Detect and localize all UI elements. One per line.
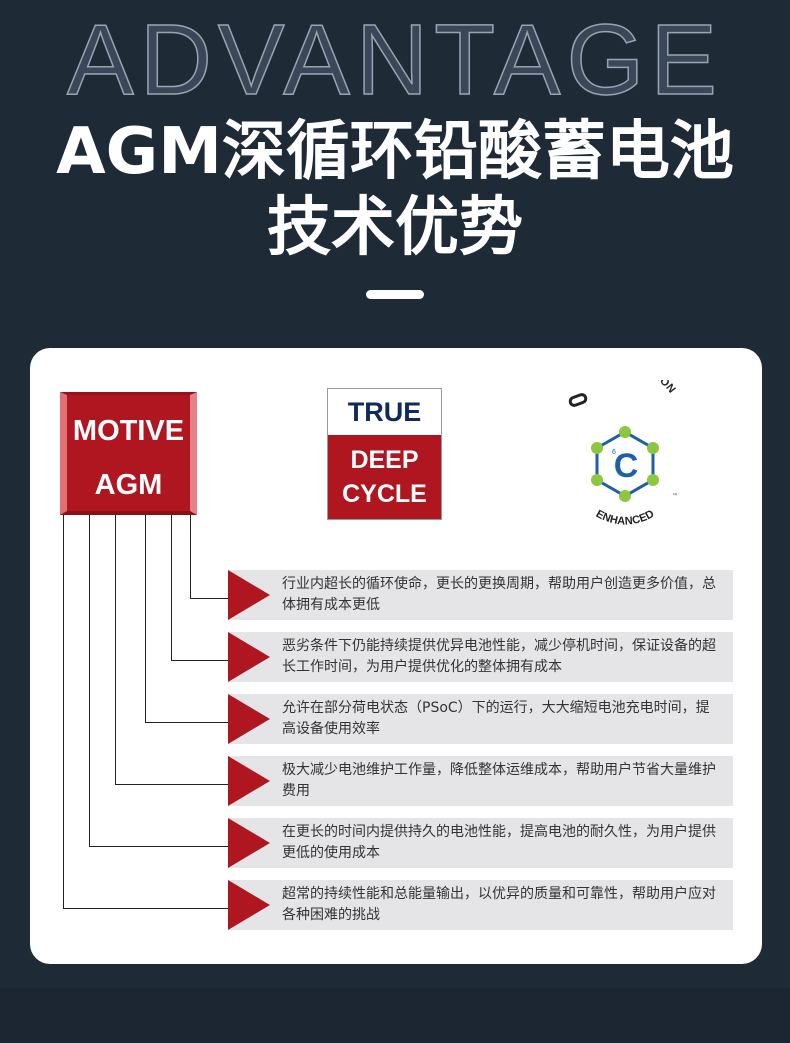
advantage-text: 极大减少电池维护工作量，降低整体运维成本，帮助用户节省大量维护费用 [282, 762, 716, 799]
agm-label: AGM [94, 469, 163, 501]
bottom-band [0, 988, 790, 1043]
enhanced-text: ENHANCED [594, 508, 656, 525]
title-divider [366, 290, 424, 299]
advantage-item: 允许在部分荷电状态（PSoC）下的运行，大大缩短电池充电时间，提高设备使用效率 [228, 694, 733, 744]
background-watermark-word: ADVANTAGE [66, 4, 723, 116]
nano-carbon-logo: NANO CARBON 6 C ENHANCED ™ [568, 380, 678, 525]
chain-link-icon [568, 393, 588, 407]
connector-horizontal [63, 908, 228, 909]
advantage-item: 在更长的时间内提供持久的电池性能，提高电池的耐久性，为用户提供更低的使用成本 [228, 818, 733, 868]
connector-vertical [89, 515, 90, 847]
nano-carbon-text: NANO CARBON [592, 380, 678, 395]
red-arrow-icon [228, 818, 270, 868]
advantage-text: 允许在部分荷电状态（PSoC）下的运行，大大缩短电池充电时间，提高设备使用效率 [282, 700, 710, 737]
connector-vertical [171, 515, 172, 661]
connector-horizontal [171, 660, 228, 661]
motive-label: MOTIVE [72, 415, 185, 447]
connector-vertical [190, 515, 191, 599]
atomic-number: 6 [612, 449, 616, 456]
cycle-label: CYCLE [342, 480, 427, 508]
red-arrow-icon [228, 570, 270, 620]
true-label: TRUE [328, 389, 441, 435]
red-arrow-icon [228, 880, 270, 930]
trademark-mark: ™ [672, 493, 678, 500]
true-deep-cycle-logo: TRUE DEEP CYCLE [327, 388, 442, 520]
advantage-item: 行业内超长的循环使命，更长的更换周期，帮助用户创造更多价值，总体拥有成本更低 [228, 570, 733, 620]
connector-vertical [63, 515, 64, 909]
molecule-nodes [591, 426, 659, 502]
deep-label: DEEP [350, 446, 419, 474]
connector-horizontal [190, 598, 228, 599]
motive-agm-logo: MOTIVE AGM [60, 392, 197, 515]
connector-vertical [115, 515, 116, 785]
carbon-symbol: C [614, 447, 639, 485]
advantage-item: 超常的持续性能和总能量输出，以优异的质量和可靠性，帮助用户应对各种困难的挑战 [228, 880, 733, 930]
red-arrow-icon [228, 756, 270, 806]
advantage-text: 在更长的时间内提供持久的电池性能，提高电池的耐久性，为用户提供更低的使用成本 [282, 824, 716, 861]
page-subtitle: 技术优势 [267, 191, 523, 265]
connector-horizontal [115, 784, 228, 785]
page-title: AGM深循环铅酸蓄电池 [56, 115, 734, 189]
advantage-text: 超常的持续性能和总能量输出，以优异的质量和可靠性，帮助用户应对各种困难的挑战 [282, 886, 716, 923]
connector-horizontal [145, 722, 228, 723]
red-arrow-icon [228, 694, 270, 744]
advantage-item: 极大减少电池维护工作量，降低整体运维成本，帮助用户节省大量维护费用 [228, 756, 733, 806]
red-arrow-icon [228, 632, 270, 682]
connector-horizontal [89, 846, 228, 847]
advantage-text: 行业内超长的循环使命，更长的更换周期，帮助用户创造更多价值，总体拥有成本更低 [282, 576, 716, 613]
svg-text:ENHANCED: ENHANCED [594, 508, 656, 525]
advantage-item: 恶劣条件下仍能持续提供优异电池性能，减少停机时间，保证设备的超长工作时间，为用户… [228, 632, 733, 682]
connector-vertical [145, 515, 146, 723]
advantage-text: 恶劣条件下仍能持续提供优异电池性能，减少停机时间，保证设备的超长工作时间，为用户… [282, 638, 716, 675]
svg-text:NANO CARBON: NANO CARBON [592, 380, 678, 395]
